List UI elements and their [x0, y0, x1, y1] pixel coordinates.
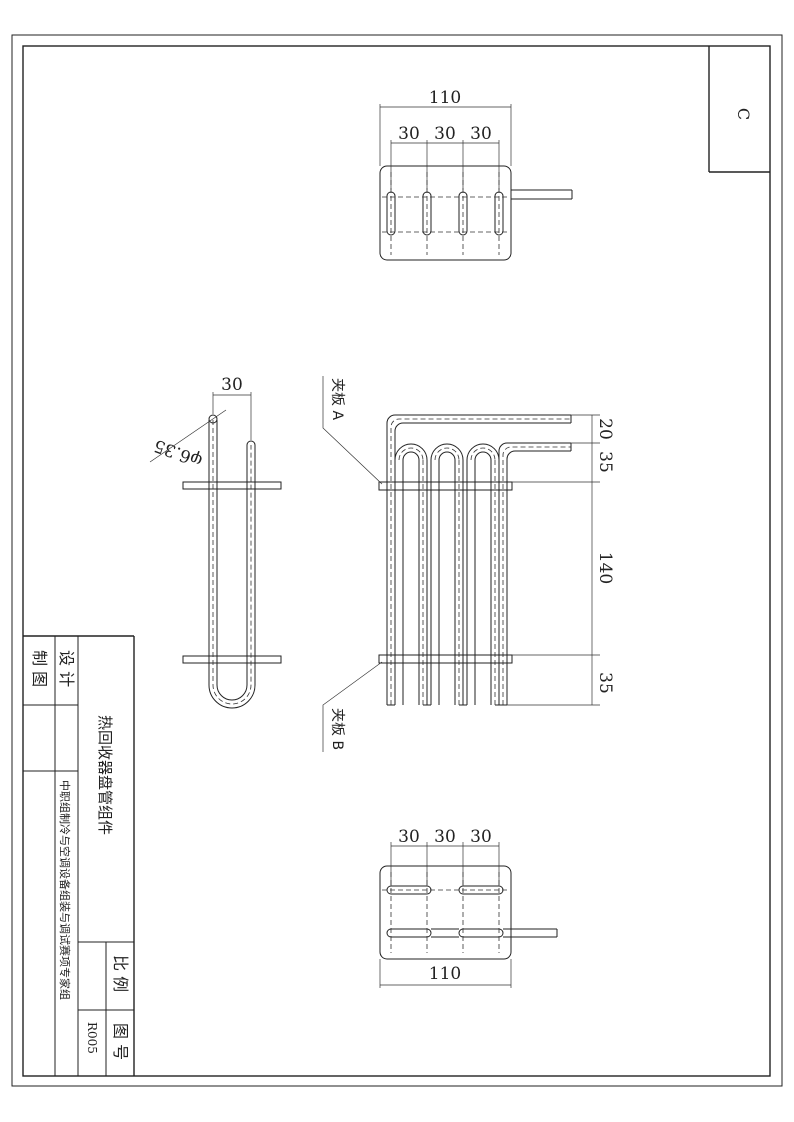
side-dim-diameter: φ6.35: [151, 435, 205, 471]
inner-border: [22, 45, 771, 1077]
corner-letter: C: [734, 108, 753, 120]
designer-label: 设 计: [57, 650, 76, 687]
bottom-plate: [379, 865, 512, 960]
bottom-dim-overall: 110: [429, 964, 461, 984]
bottom-dim-spacing-2: 30: [434, 827, 456, 847]
side-dim-width: 30: [221, 375, 243, 395]
drafter-label: 制 图: [30, 650, 49, 687]
front-plate-a: [378, 481, 513, 491]
drawing-no-label: 图 号: [111, 1023, 130, 1060]
top-view: 110 30 30 30: [379, 88, 573, 261]
corner-box: C: [708, 46, 770, 173]
outer-border: [11, 34, 783, 1087]
title-block: 制 图 设 计 热回收器盘管组件 中职组制冷与空调设备组装与调试赛项专家组 比 …: [23, 635, 135, 1076]
drawing-no: R005: [85, 1022, 99, 1054]
label-plate-a: 夹板 A: [329, 378, 345, 420]
part-name: 热回收器盘管组件: [96, 715, 114, 835]
bottom-view: 30 30 30 110: [379, 827, 558, 988]
side-view: 30 φ6.35: [149, 375, 282, 709]
top-dim-overall: 110: [429, 88, 461, 108]
organization: 中职组制冷与空调设备组装与调试赛项专家组: [58, 780, 72, 1000]
front-dim-2: 35: [595, 451, 615, 473]
side-plate-b: [182, 655, 282, 664]
front-dim-4: 35: [595, 672, 615, 694]
front-plate-b: [378, 654, 513, 664]
front-dim-3: 140: [595, 552, 615, 584]
top-dim-spacing-2: 30: [434, 124, 456, 144]
front-view: 20 35 140 35 夹板 A 夹板 B: [322, 376, 615, 752]
label-plate-b: 夹板 B: [329, 708, 345, 750]
side-plate-a: [182, 481, 282, 490]
top-dim-spacing-3: 30: [470, 124, 492, 144]
bottom-dim-spacing-3: 30: [470, 827, 492, 847]
top-plate: [379, 165, 512, 261]
scale-label: 比 例: [111, 955, 130, 992]
top-dim-spacing-1: 30: [398, 124, 420, 144]
bottom-dim-spacing-1: 30: [398, 827, 420, 847]
front-dim-1: 20: [595, 418, 615, 440]
